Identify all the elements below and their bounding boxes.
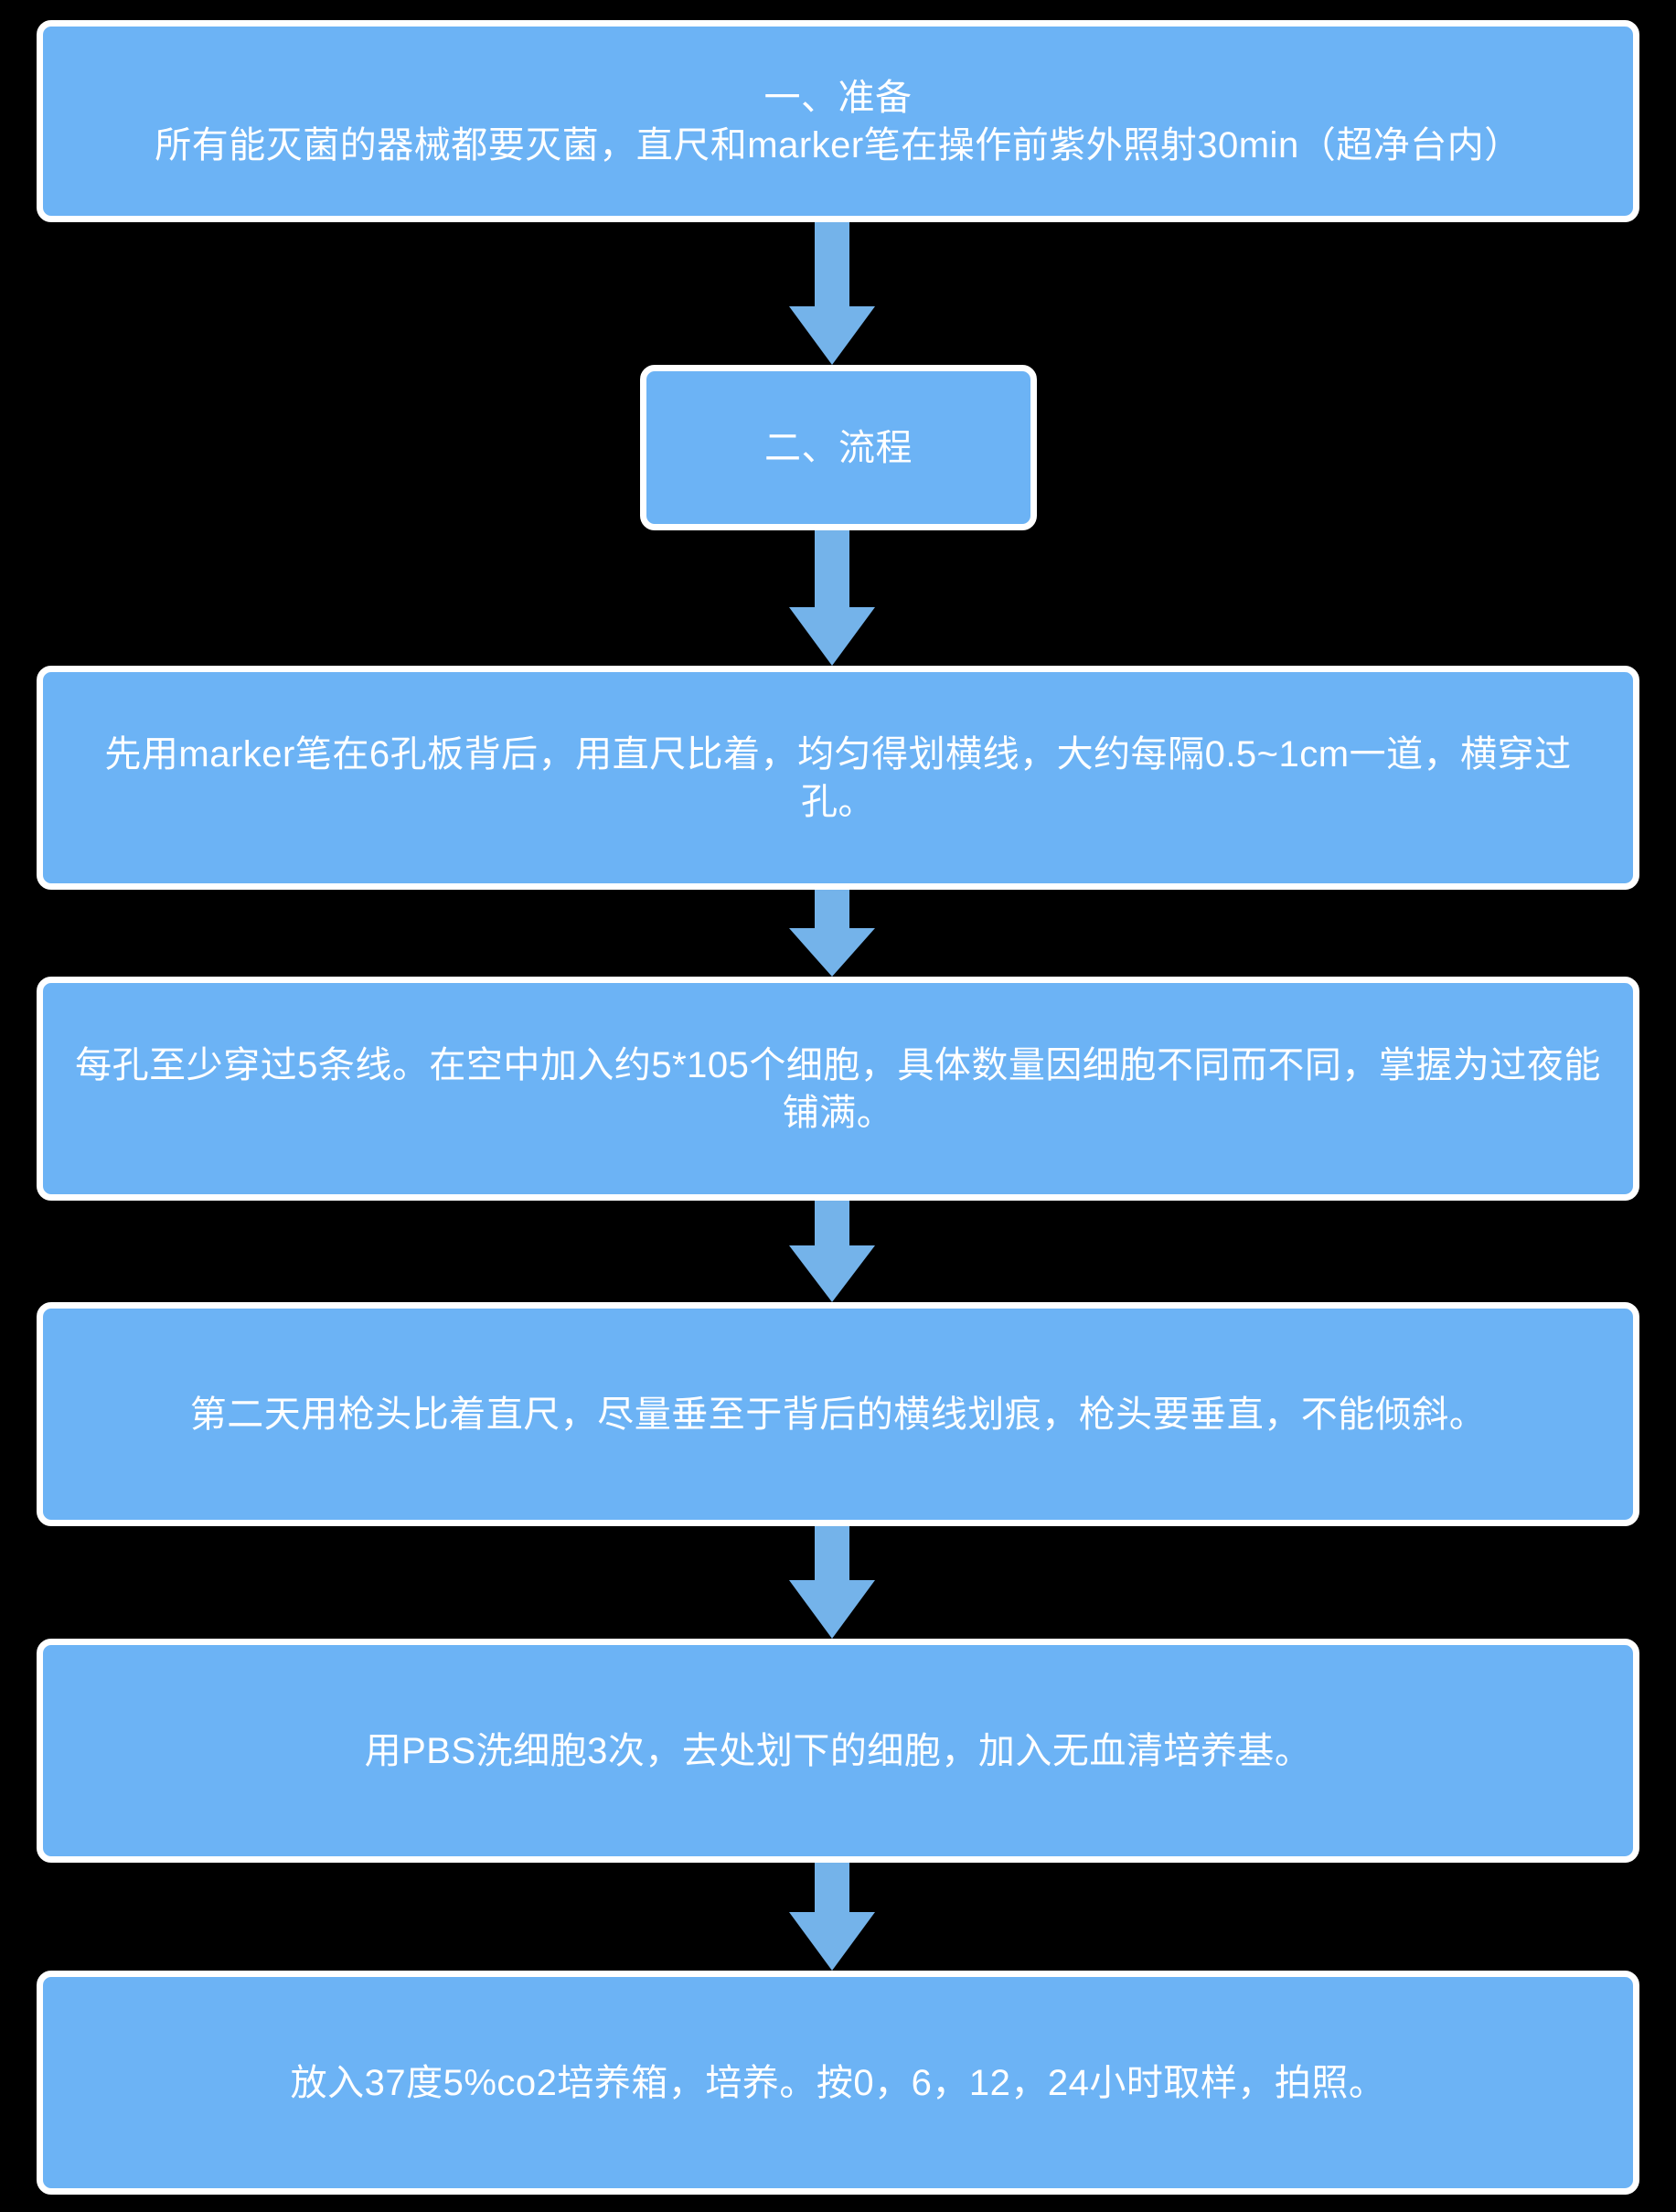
arrow-process-to-step1: [783, 530, 881, 666]
arrow-step4-to-step5: [783, 1863, 881, 1971]
arrow-step1-to-step2: [783, 890, 881, 977]
step-wash-pbs-node-label: 用PBS洗细胞3次，去处划下的细胞，加入无血清培养基。: [364, 1730, 1312, 1771]
arrow-step2-to-step3: [783, 1201, 881, 1302]
preparation-node-label: 一、准备 所有能灭菌的器械都要灭菌，直尺和marker笔在操作前紫外照射30mi…: [155, 77, 1521, 166]
step-seed-cells-node-label: 每孔至少穿过5条线。在空中加入约5*105个细胞，具体数量因细胞不同而不同，掌握…: [75, 1044, 1601, 1133]
arrow-step3-to-step4: [783, 1526, 881, 1639]
step-incubate-node[interactable]: 放入37度5%co2培养箱，培养。按0，6，12，24小时取样，拍照。: [37, 1971, 1639, 2195]
step-scratch-node[interactable]: 第二天用枪头比着直尺，尽量垂至于背后的横线划痕，枪头要垂直，不能倾斜。: [37, 1302, 1639, 1526]
arrow-prepare-to-process: [783, 222, 881, 365]
process-header-node[interactable]: 二、流程: [640, 365, 1037, 530]
step-scratch-node-label: 第二天用枪头比着直尺，尽量垂至于背后的横线划痕，枪头要垂直，不能倾斜。: [189, 1394, 1487, 1435]
process-header-node-label: 二、流程: [764, 427, 913, 468]
step-draw-lines-node-label: 先用marker笔在6孔板背后，用直尺比着，均匀得划横线，大约每隔0.5~1cm…: [104, 733, 1572, 822]
step-incubate-node-label: 放入37度5%co2培养箱，培养。按0，6，12，24小时取样，拍照。: [290, 2062, 1386, 2103]
step-wash-pbs-node[interactable]: 用PBS洗细胞3次，去处划下的细胞，加入无血清培养基。: [37, 1639, 1639, 1863]
step-seed-cells-node[interactable]: 每孔至少穿过5条线。在空中加入约5*105个细胞，具体数量因细胞不同而不同，掌握…: [37, 977, 1639, 1201]
step-draw-lines-node[interactable]: 先用marker笔在6孔板背后，用直尺比着，均匀得划横线，大约每隔0.5~1cm…: [37, 666, 1639, 890]
preparation-node[interactable]: 一、准备 所有能灭菌的器械都要灭菌，直尺和marker笔在操作前紫外照射30mi…: [37, 20, 1639, 222]
